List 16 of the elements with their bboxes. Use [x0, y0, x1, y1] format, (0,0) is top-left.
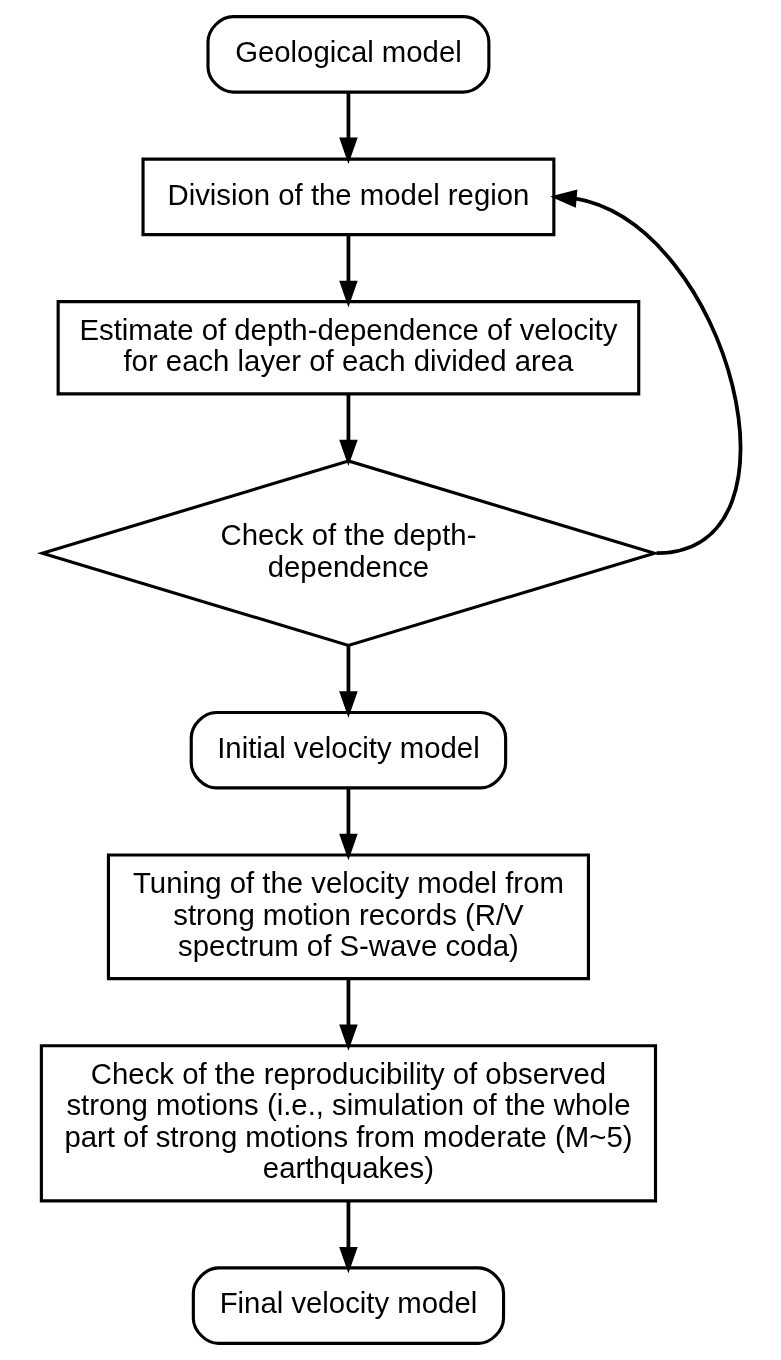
- node-box: Final velocity model: [191, 1266, 505, 1345]
- node-box: Tuning of the velocity model from strong motion records (R/V spectrum of S-wave coda): [106, 853, 590, 981]
- arrow: [338, 1200, 358, 1274]
- arrow: [338, 235, 358, 308]
- node-diamond: Check of the depth-dependence: [36, 459, 660, 648]
- arrow: [549, 189, 742, 556]
- node-box: Initial velocity model: [189, 710, 507, 790]
- arrow: [338, 92, 358, 164]
- node-box: Geological model: [205, 15, 490, 94]
- node-box: Division of the model region: [140, 157, 555, 237]
- node-box: Estimate of depth-dependence of velocity for each layer of each divided area: [56, 300, 640, 396]
- arrow: [338, 394, 358, 467]
- arrow: [338, 788, 358, 861]
- arrow: [338, 645, 358, 718]
- node-box: Check of the reproducibility of observed strong motions (i.e., simulation of the whole part of strong motions from moderate (M~5) earthquakes): [39, 1044, 657, 1203]
- arrow: [338, 979, 358, 1051]
